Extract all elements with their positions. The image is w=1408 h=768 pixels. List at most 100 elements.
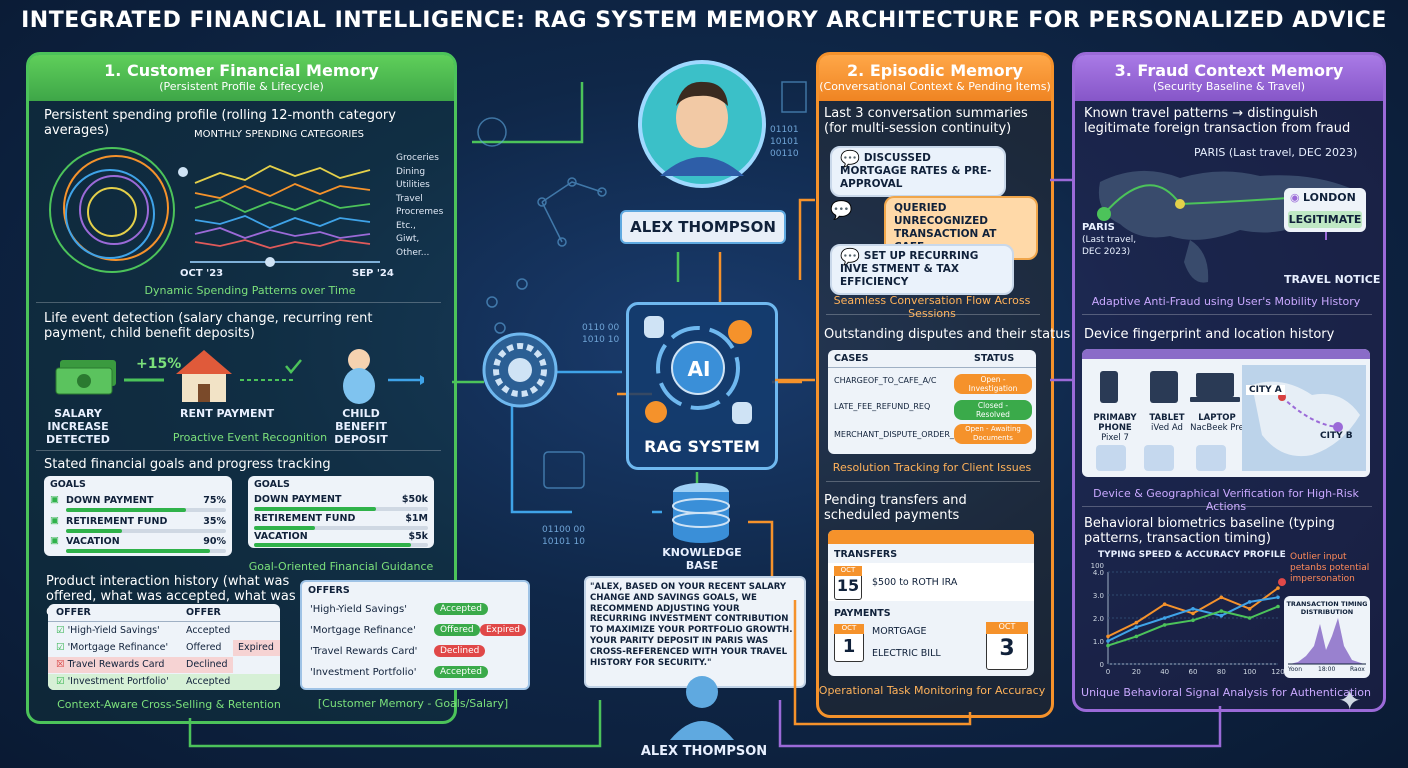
outlier-annotation: Outlier input petanbs potential imperson… (1290, 552, 1370, 584)
legend-item: Dining (396, 166, 426, 177)
panel-title: 3. Fraud Context Memory (1114, 61, 1344, 80)
child-benefit-label: CHILD BENEFIT DEPOSIT (334, 407, 388, 446)
data-point (1106, 643, 1110, 648)
data-point (1219, 613, 1224, 618)
chat-icon: 💬 (840, 149, 860, 168)
travel-notice-label: TRAVEL NOTICE (1284, 273, 1381, 286)
spending-caption: Dynamic Spending Patterns over Time (144, 284, 356, 297)
city-a-label: CITY A (1246, 385, 1285, 395)
svg-text:01100 00: 01100 00 (542, 525, 585, 535)
knowledge-base-database-icon (672, 483, 730, 543)
advice-text: "ALEX, BASED ON YOUR RECENT SALARY CHANG… (590, 582, 793, 668)
panel-subtitle: (Persistent Profile & Lifecycle) (159, 80, 324, 93)
legitimate-badge: LEGITIMATE (1288, 211, 1362, 228)
goals-card-amount: GOALS DOWN PAYMENT $50k RETIREMENT FUND … (248, 476, 434, 548)
london-label: LONDON (1303, 191, 1356, 204)
gear-hub-icon (482, 332, 558, 408)
x-tick-label: 100 (1243, 668, 1256, 676)
paris-top-label: PARIS (Last travel, DEC 2023) (1194, 146, 1358, 159)
y-tick-label: 2.0 (1093, 615, 1104, 623)
legend-item: Groceries (396, 153, 439, 163)
laptop-icon (1196, 373, 1234, 397)
transfers-caption: Operational Task Monitoring for Accuracy (818, 684, 1046, 697)
money-icon (55, 360, 116, 395)
device-icons (1100, 371, 1240, 403)
data-point (1106, 639, 1110, 643)
goal-icon: ▣ (50, 494, 59, 505)
rent-label: RENT PAYMENT (180, 407, 275, 420)
typing-chart-title: TYPING SPEED & ACCURACY PROFILE (1098, 550, 1286, 560)
avatar (638, 60, 766, 188)
progress-bar (66, 529, 226, 533)
data-point (1134, 620, 1139, 625)
table-row: ☑ 'Investment Portfolio' (56, 676, 169, 687)
data-point (1134, 625, 1139, 629)
ai-label: AI (687, 357, 711, 381)
data-point (1134, 634, 1139, 639)
device-heading: Device fingerprint and location history (1084, 327, 1335, 342)
spending-lines (194, 165, 371, 249)
timing-histogram (1288, 618, 1366, 665)
svg-text:10101: 10101 (770, 137, 799, 147)
salary-label: SALARY INCREASE DETECTED (46, 407, 110, 446)
goals-heading: Stated financial goals and progress trac… (44, 457, 331, 472)
disputes-caption: Resolution Tracking for Client Issues (832, 461, 1032, 474)
location-map (1242, 365, 1366, 471)
data-point (1219, 595, 1224, 600)
y-tick-label: 0 (1100, 661, 1104, 669)
legend-item: Etc., (396, 220, 416, 231)
person-icon (670, 676, 734, 740)
table-row: ☑ 'High-Yield Savings' (56, 625, 160, 636)
legend-item: Travel (396, 193, 423, 204)
data-point (1162, 623, 1167, 627)
spending-heading: Persistent spending profile (rolling 12-… (44, 108, 396, 138)
biometrics-heading: Behavioral biometrics baseline (typing p… (1084, 516, 1335, 546)
device-caption: Device & Geographical Verification for H… (1093, 487, 1359, 513)
paris-left-label: PARIS (Last travel, DEC 2023) (1082, 222, 1137, 257)
conversation-heading: Last 3 conversation summaries (for multi… (824, 106, 1028, 136)
panel-title: 1. Customer Financial Memory (104, 61, 379, 80)
user-nameplate: ALEX THOMPSON (620, 210, 786, 244)
x-tick-label: 20 (1132, 668, 1141, 676)
page-title: Integrated Financial Intelligence: RAG S… (21, 8, 1387, 33)
data-point (1276, 595, 1280, 600)
data-point (1247, 600, 1252, 604)
legend-item: Utilities (396, 180, 430, 190)
svg-text:10101 10: 10101 10 (542, 537, 585, 547)
legend-item: Giwt, (396, 234, 420, 244)
goals-card-percent: GOALS DOWN PAYMENT 75% RETIREMENT FUND 3… (44, 476, 232, 556)
panel-title: 2. Episodic Memory (847, 61, 1023, 80)
y-tick-label: 4.0 (1093, 569, 1104, 577)
y-top-label: 100 (1091, 562, 1104, 570)
spending-legend: Groceries Dining Utilities Travel Procre… (396, 152, 443, 260)
svg-text:00110: 00110 (770, 149, 799, 159)
biometrics-caption: Unique Behavioral Signal Analysis for Au… (1081, 686, 1371, 699)
progress-bar (254, 507, 428, 511)
city-b-label: CITY B (1320, 431, 1353, 441)
status-badge: Declined (434, 645, 486, 657)
travel-heading: Known travel patterns → distinguish legi… (1084, 106, 1351, 136)
transfers-card: TRANSFERS OCT 15 $500 to ROTH IRA PAYMEN… (828, 530, 1034, 676)
data-point (1162, 602, 1167, 606)
transfers-heading: Pending transfers and scheduled payments (824, 493, 967, 523)
travel-caption: Adaptive Anti-Fraud using User's Mobilit… (1091, 295, 1361, 308)
svg-text:0110 00: 0110 00 (582, 323, 619, 333)
x-tick-label: 60 (1189, 668, 1198, 676)
salary-percent: +15% (136, 356, 182, 372)
chart-start-label: OCT '23 (180, 268, 224, 279)
y-tick-label: 1.0 (1093, 638, 1104, 646)
radial-spending-rings (49, 147, 175, 273)
y-tick-label: 3.0 (1093, 592, 1104, 600)
data-point (1247, 607, 1252, 611)
life-event-caption: Proactive Event Recognition (172, 431, 328, 444)
table-row: ☑ 'Mortgage Refinance' (56, 642, 169, 653)
data-point (1106, 634, 1110, 639)
life-event-heading: Life event detection (salary change, rec… (44, 311, 373, 341)
location-pin-icon: ◉ (1290, 191, 1300, 204)
panel-subtitle: (Security Baseline & Travel) (1152, 80, 1306, 93)
offers-card: OFFERS 'High-Yield Savings' Accepted 'Mo… (300, 580, 530, 690)
progress-bar (254, 543, 428, 547)
sparkle-icon: ✦ (1338, 684, 1362, 717)
